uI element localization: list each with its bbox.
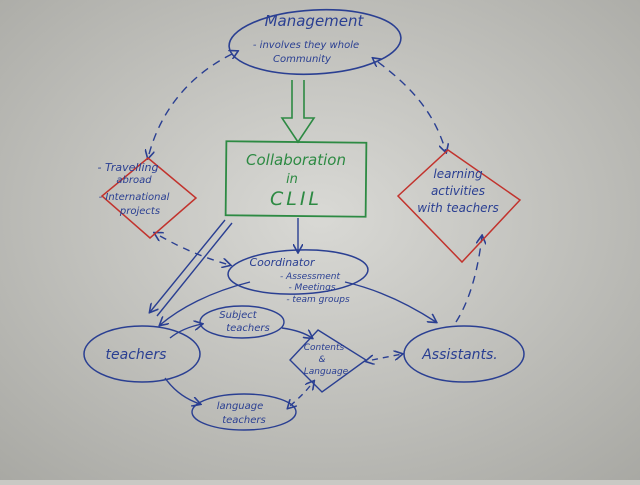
arrow-management-learning	[378, 62, 446, 152]
arrow-travel-coordinator	[160, 236, 230, 265]
coordinator-item3: - team groups	[286, 295, 350, 305]
node-coordinator: Coordinator - Assessment - Meetings - te…	[227, 249, 369, 305]
arrow-coordinator-assistants	[344, 281, 436, 322]
node-collaboration-clil: Collaboration in CLIL	[224, 140, 368, 218]
center-line2: in	[286, 172, 298, 187]
coordinator-title: Coordinator	[250, 256, 316, 269]
arrow-subject-content	[281, 327, 312, 338]
coordinator-item2: - Meetings	[288, 283, 335, 293]
learning-line1: learning	[433, 167, 483, 181]
learning-line3: with teachers	[417, 201, 499, 215]
arrow-center-teachers-b	[156, 222, 233, 317]
node-learning-activities: learning activities with teachers	[396, 149, 522, 264]
teachers-label: teachers	[106, 347, 167, 363]
node-assistants: Assistants.	[403, 325, 525, 383]
arrow-management-travel	[148, 54, 232, 158]
language-line2: teachers	[222, 415, 266, 426]
arrow-teachers-language	[164, 377, 200, 404]
management-line1: - involves they whole	[253, 40, 359, 51]
node-teachers: teachers	[83, 325, 201, 383]
node-subject-teachers: Subject teachers	[199, 305, 285, 339]
subject-line2: teachers	[226, 323, 270, 334]
travel-line4: projects	[119, 206, 160, 217]
arrow-assistants-learning	[455, 236, 482, 323]
node-travel-projects: - Travelling abroad - International proj…	[98, 157, 198, 239]
arrow-teachers-subject	[169, 324, 202, 339]
subject-line1: Subject	[219, 310, 257, 321]
learning-line2: activities	[431, 184, 485, 198]
node-contents-language: Contents & Language	[289, 329, 368, 393]
connectors	[148, 54, 482, 408]
content-line3: Language	[304, 367, 349, 377]
coordinator-item1: - Assessment	[280, 272, 341, 282]
management-line2: Community	[273, 54, 332, 65]
node-management: Management - involves they whole Communi…	[228, 8, 402, 76]
travel-line2: abroad	[116, 175, 152, 186]
content-line2: &	[318, 355, 325, 365]
content-line1: Contents	[304, 343, 345, 353]
center-line1: Collaboration	[246, 151, 346, 169]
assistants-label: Assistants.	[421, 347, 498, 363]
management-title: Management	[265, 12, 365, 30]
travel-line3: - International	[99, 192, 170, 203]
arrow-center-teachers-a	[150, 219, 226, 312]
center-line3: CLIL	[270, 188, 322, 210]
node-language-teachers: language teachers	[191, 393, 297, 431]
arrow-content-language	[288, 386, 310, 408]
arrow-content-assistants	[372, 354, 402, 360]
travel-line1: - Travelling	[98, 161, 159, 174]
language-line1: language	[217, 401, 264, 412]
